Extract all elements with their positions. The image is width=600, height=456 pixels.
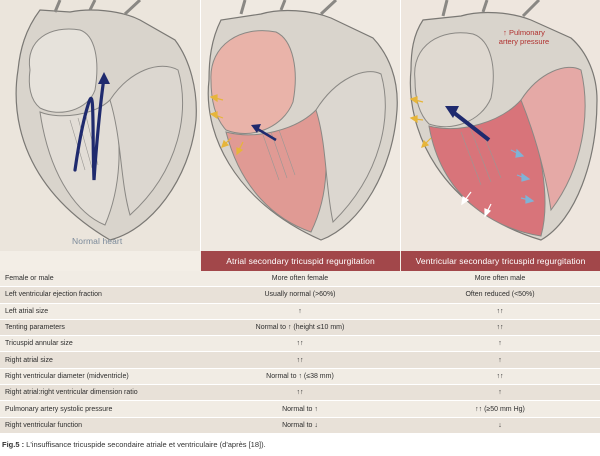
- row-label: Left ventricular ejection fraction: [5, 291, 102, 299]
- regurgitation-arrow-icon: [255, 126, 277, 142]
- table-row: Tenting parameters Normal to ↑ (height ≤…: [0, 319, 600, 337]
- figure-caption: Fig.5 : L'insuffisance tricuspide second…: [2, 440, 266, 449]
- atrial-value: ↑: [298, 307, 302, 315]
- atrial-tr-panel: [200, 0, 400, 251]
- table-row: Right ventricular function Normal to ↓ ↓: [0, 417, 600, 434]
- row-label: Right atrial size: [5, 356, 53, 364]
- figure: Normal heart: [0, 0, 600, 434]
- ventricular-tr-panel: [400, 0, 600, 251]
- atrial-value: Normal to ↑ (≤38 mm): [266, 372, 334, 380]
- row-label: Left atrial size: [5, 307, 49, 315]
- ventricular-tr-banner: Ventricular secondary tricuspid regurgit…: [401, 251, 600, 271]
- table-row: Left atrial size ↑ ↑↑: [0, 303, 600, 320]
- ventricular-value: ↑↑: [496, 324, 504, 332]
- ventricular-value: ↓: [498, 421, 502, 429]
- banner-spacer: [0, 251, 200, 271]
- ventricular-value: ↑: [498, 356, 502, 364]
- atrial-value: Normal to ↑: [282, 405, 318, 413]
- pulmonary-pressure-line-2: artery pressure: [498, 37, 550, 46]
- ventricular-value: ↑↑ (≥50 mm Hg): [475, 405, 525, 413]
- ventricular-value: Often reduced (<50%): [465, 291, 535, 299]
- regurgitation-arrow-icon: [451, 110, 491, 142]
- table-row: Female or male More often female More of…: [0, 271, 600, 288]
- comparison-table: Female or male More often female More of…: [0, 271, 600, 434]
- pulmonary-pressure-annotation: ↑ Pulmonary artery pressure: [484, 28, 564, 46]
- ventricular-value: More often male: [474, 275, 526, 283]
- pulmonary-pressure-line-1: ↑ Pulmonary: [503, 28, 545, 37]
- row-label: Tenting parameters: [5, 324, 65, 332]
- atrial-value: Normal to ↓: [282, 421, 318, 429]
- table-row: Tricuspid annular size ↑↑ ↑: [0, 336, 600, 353]
- atrial-value: Usually normal (>60%): [264, 291, 336, 299]
- ventricular-value: ↑: [498, 389, 502, 397]
- table-row: Right ventricular diameter (midventricle…: [0, 368, 600, 386]
- row-label: Right ventricular diameter (midventricle…: [5, 372, 129, 380]
- ventricular-tr-illustration: [409, 0, 598, 241]
- figure-caption-text: L'insuffisance tricuspide secondaire atr…: [24, 440, 266, 449]
- atrial-value: ↑↑: [296, 389, 304, 397]
- atrial-value: Normal to ↑ (height ≤10 mm): [255, 324, 345, 332]
- ventricular-value: ↑: [498, 340, 502, 348]
- ventricular-value: ↑↑: [496, 307, 504, 315]
- atrial-dilation-arrows-icon: [209, 94, 244, 156]
- ventricular-value: ↑↑: [496, 372, 504, 380]
- table-row: Pulmonary artery systolic pressure Norma…: [0, 401, 600, 418]
- row-label: Pulmonary artery systolic pressure: [5, 405, 113, 413]
- atrial-value: ↑↑: [296, 356, 304, 364]
- table-row: Right atrial size ↑↑ ↑: [0, 352, 600, 369]
- rv-wall-arrows-icon: [510, 148, 535, 204]
- normal-heart-caption: Normal heart: [72, 236, 123, 246]
- row-label: Right ventricular function: [5, 421, 83, 429]
- normal-heart-panel: Normal heart: [0, 0, 200, 251]
- blood-flow-arrow-icon: [73, 76, 106, 181]
- normal-heart-illustration: [15, 0, 197, 241]
- atrial-tr-banner: Atrial secondary tricuspid regurgitation: [201, 251, 400, 271]
- table-row: Left ventricular ejection fraction Usual…: [0, 287, 600, 304]
- row-label: Female or male: [5, 275, 54, 283]
- apex-arrows-icon: [461, 191, 492, 218]
- row-label: Right atrial:right ventricular dimension…: [5, 389, 138, 397]
- table-row: Right atrial:right ventricular dimension…: [0, 385, 600, 402]
- atrial-arrows-icon: [409, 96, 432, 148]
- row-label: Tricuspid annular size: [5, 340, 73, 348]
- figure-number: Fig.5 :: [2, 440, 25, 449]
- atrial-tr-illustration: [207, 0, 398, 241]
- atrial-value: More often female: [271, 275, 329, 283]
- atrial-value: ↑↑: [296, 340, 304, 348]
